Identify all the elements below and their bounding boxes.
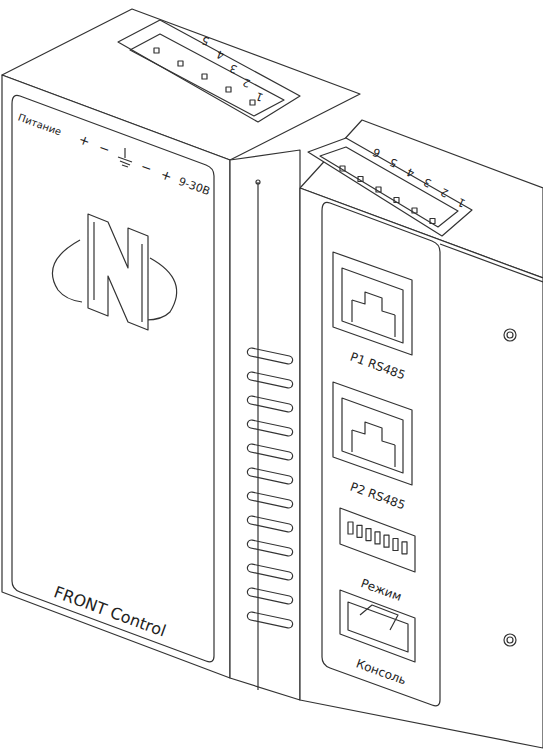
- terminal-block: [308, 138, 472, 236]
- pin: [226, 87, 231, 92]
- pin: [412, 208, 417, 213]
- terminal-block: [118, 20, 300, 122]
- screw-hole: [507, 332, 513, 338]
- dip-lever: [384, 535, 389, 547]
- screw-hole: [504, 634, 516, 646]
- fin: [247, 371, 294, 388]
- indicator-hole: [256, 180, 260, 184]
- fin-face: [230, 150, 300, 700]
- logo: [52, 214, 176, 330]
- console-connector: [340, 590, 415, 662]
- pin: [202, 74, 207, 79]
- pin: [340, 166, 345, 171]
- pin: [430, 219, 435, 224]
- fin: [247, 587, 294, 604]
- screw-hole: [504, 329, 516, 341]
- front-face: [2, 75, 230, 678]
- fin: [247, 347, 294, 364]
- fin: [247, 395, 294, 412]
- pin: [358, 177, 363, 182]
- dip-lever: [357, 525, 362, 537]
- pin: [154, 48, 159, 53]
- cooling-fins: [247, 347, 294, 628]
- fin: [247, 515, 294, 532]
- pin: [394, 198, 399, 203]
- dip-lever: [393, 539, 398, 551]
- front-panel: [12, 95, 214, 661]
- pin: [376, 187, 381, 192]
- fin: [247, 467, 294, 484]
- port-panel: [322, 202, 440, 705]
- dip-lever: [402, 542, 407, 554]
- port-face: [300, 188, 543, 748]
- fin: [247, 491, 294, 508]
- dip-lever: [375, 532, 380, 544]
- rj45-port: [333, 382, 412, 485]
- pin: [178, 61, 183, 66]
- ground-symbol: [118, 148, 132, 167]
- dip-switch: [340, 508, 415, 572]
- dip-lever: [348, 522, 353, 534]
- fin: [247, 419, 294, 436]
- rj45-port: [333, 252, 412, 355]
- fin: [247, 563, 294, 580]
- dip-lever: [366, 529, 371, 541]
- fin: [247, 443, 294, 460]
- side-edge: [440, 244, 543, 282]
- fin: [247, 539, 294, 556]
- screw-hole: [507, 637, 513, 643]
- fin: [247, 611, 294, 628]
